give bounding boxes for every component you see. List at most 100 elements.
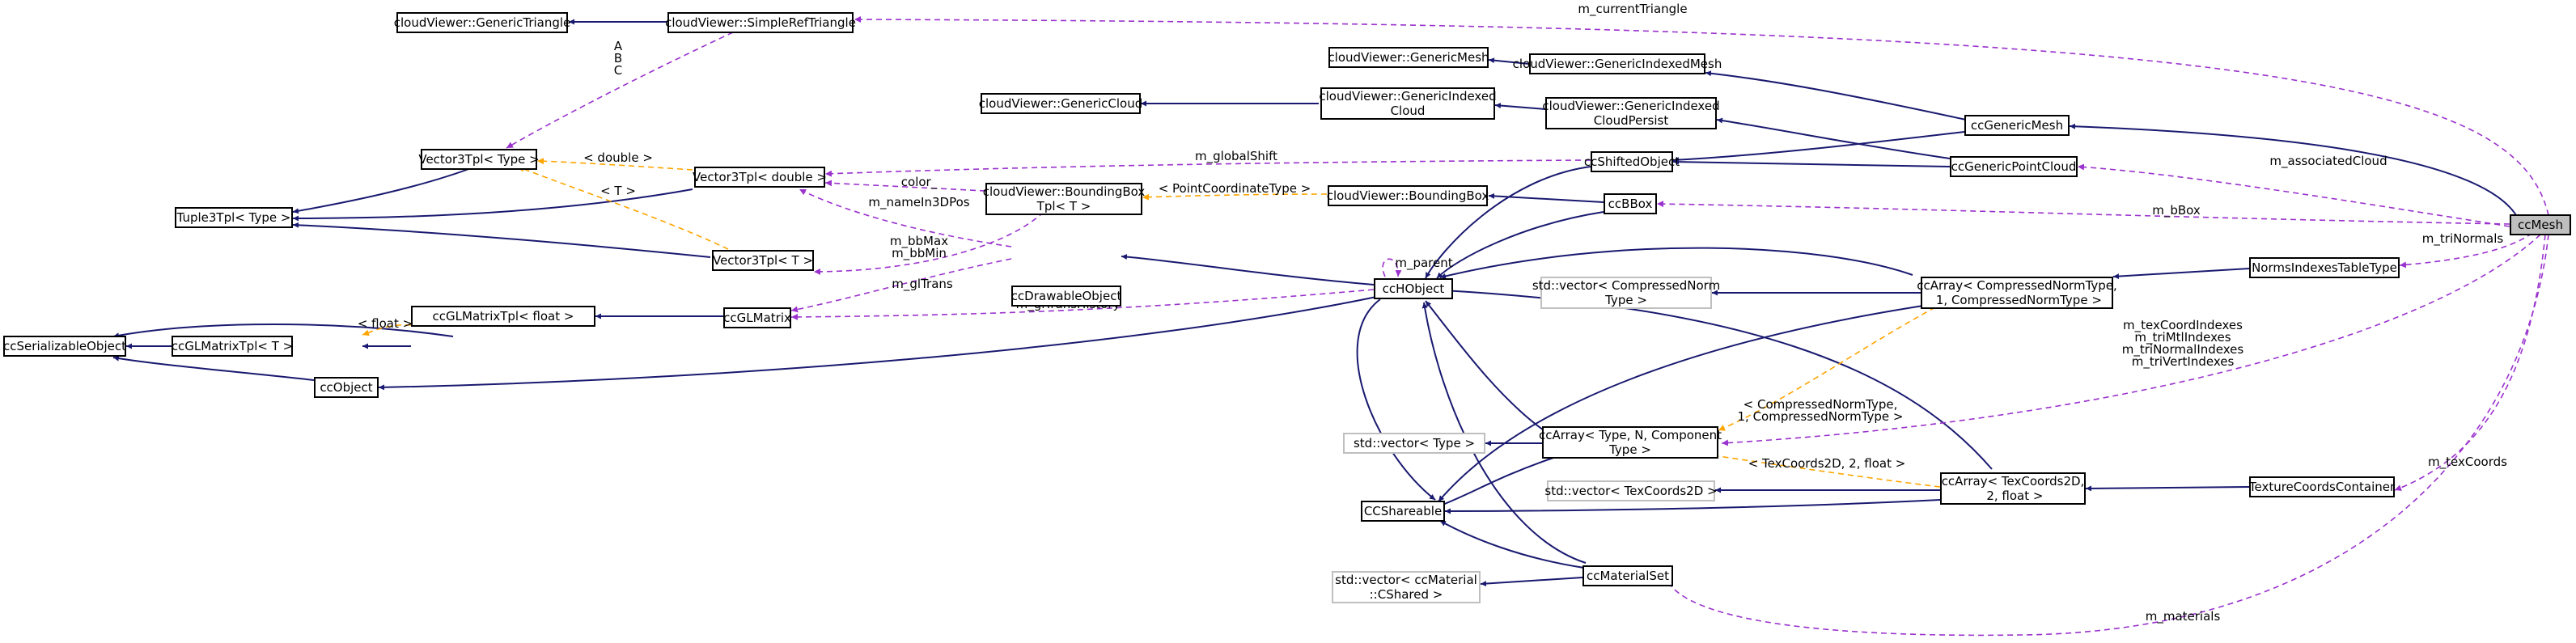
label-abc-c: C xyxy=(614,63,622,78)
edge-ccmaterialset-to-stdvectorccmaterial xyxy=(1480,577,1583,587)
node-generic-triangle[interactable]: cloudViewer::GenericTriangle xyxy=(394,12,570,33)
edge-ccglmatrixtplfloat-tpl-float xyxy=(362,324,412,336)
edge-ccgenericmesh-to-genericindexedmesh xyxy=(1705,70,1967,121)
node-norms-indexes-table-type[interactable]: NormsIndexesTableType xyxy=(2249,257,2400,278)
node-tuple3tpl-type[interactable]: Tuple3Tpl< Type > xyxy=(175,207,293,228)
edge-ccarraytype-to-ccshareable xyxy=(1438,457,1554,507)
template-edges xyxy=(362,158,1941,488)
node-cc-generic-mesh[interactable]: ccGenericMesh xyxy=(1964,115,2070,136)
edge-texturecoords-to-ccarraytexcoords xyxy=(2085,485,2250,492)
node-bounding-box-tpl[interactable]: cloudViewer::BoundingBox Tpl< T > xyxy=(982,183,1146,215)
label-associatedcloud: m_associatedCloud xyxy=(2269,154,2387,169)
edge-cchobject-to-ccshareable xyxy=(1356,298,1436,501)
label-trinormalindexes: m_triNormalIndexes xyxy=(2122,342,2244,357)
node-cc-mesh[interactable]: ccMesh xyxy=(2510,214,2571,235)
label-currenttriangle: m_currentTriangle xyxy=(1578,2,1687,17)
node-vector3tpl-double[interactable]: Vector3Tpl< double > xyxy=(693,167,827,188)
label-pointcoordinatetype: < PointCoordinateType > xyxy=(1159,181,1311,196)
edge-ccobject-to-ccserializable xyxy=(112,355,315,381)
node-cc-drawable-object[interactable]: ccDrawableObject xyxy=(1011,286,1121,307)
edge-ccmesh-indexes xyxy=(1721,234,2541,446)
node-cc-serializable-object[interactable]: ccSerializableObject xyxy=(3,336,126,357)
edge-cchobject-to-ccobject xyxy=(378,295,1381,391)
edge-labels: m_currentTriangle A B C < double > < T >… xyxy=(358,2,2507,624)
edge-ccmesh-currenttriangle xyxy=(854,16,2549,216)
label-globalshift: m_globalShift xyxy=(1195,149,1277,164)
node-std-vector-texcoords[interactable]: std::vector< TexCoords2D > xyxy=(1544,480,1718,501)
edge-ccmesh-associatedcloud xyxy=(2077,163,2510,227)
edge-ccmaterialset-to-cchobject xyxy=(1421,302,1587,564)
node-vector3tpl-type[interactable]: Vector3Tpl< Type > xyxy=(418,149,540,170)
node-generic-mesh-cv[interactable]: cloudViewer::GenericMesh xyxy=(1328,47,1489,68)
node-cc-array-type[interactable]: ccArray< Type, N, Component Type > xyxy=(1538,426,1722,459)
node-simple-ref-triangle[interactable]: cloudViewer::SimpleRefTriangle xyxy=(665,12,856,33)
usage-edges xyxy=(506,16,2549,637)
node-bounding-box[interactable]: cloudViewer::BoundingBox xyxy=(1327,185,1489,206)
edge-ccarraycompressed-tpl xyxy=(1718,307,1936,431)
label-texcoordindexes: m_texCoordIndexes xyxy=(2123,318,2243,333)
edge-ccgenericpointcloud-to-ccshifted xyxy=(1672,159,1951,167)
edge-ccarraytype-to-cchobject xyxy=(1425,300,1544,431)
node-std-vector-cc-material[interactable]: std::vector< ccMaterial ::CShared > xyxy=(1332,571,1481,603)
edge-ccmesh-trinormals xyxy=(2399,232,2533,269)
node-generic-indexed-cloud-persist[interactable]: cloudViewer::GenericIndexed CloudPersist xyxy=(1542,97,1720,129)
edge-simpleref-abc-vector3tpl xyxy=(506,32,734,149)
label-color: color_ xyxy=(901,175,938,190)
label-float: < float > xyxy=(358,316,413,331)
node-cc-material-set[interactable]: ccMaterialSet xyxy=(1582,565,1673,586)
edge-cchobject-parent xyxy=(1382,258,1402,277)
node-cc-gl-matrix[interactable]: ccGLMatrix xyxy=(723,307,791,328)
inheritance-edges xyxy=(112,19,2517,587)
node-cc-h-object[interactable]: ccHObject xyxy=(1374,278,1453,299)
edge-vector3tplt-to-tuple3tpl xyxy=(292,222,711,258)
node-generic-indexed-cloud[interactable]: cloudViewer::GenericIndexed Cloud xyxy=(1319,87,1497,120)
edge-normsindexes-to-ccarraycompressed xyxy=(2112,268,2250,280)
edge-genericindexedmesh-to-genericmesh xyxy=(1488,57,1530,65)
edge-ccshifted-to-cchobject xyxy=(1425,166,1591,279)
label-compressednormtype-1: < CompressedNormType, xyxy=(1743,397,1898,412)
label-bbmax: m_bbMax xyxy=(890,234,948,249)
node-cc-array-compressed-norm[interactable]: ccArray< CompressedNormType, 1, Compress… xyxy=(1917,277,2117,309)
edge-ccgenericmesh-to-ccshifted xyxy=(1672,131,1965,163)
edge-cchobject-to-ccdrawable xyxy=(1121,254,1375,286)
edge-vector3tpldouble-tpl-double xyxy=(536,158,693,171)
label-texcoords: m_texCoords xyxy=(2428,455,2507,470)
label-trinormals: m_triNormals xyxy=(2422,231,2504,247)
edge-cchobject-gltranshistory xyxy=(790,289,1375,320)
edge-ccdrawable-gltrans xyxy=(790,258,1012,313)
edge-persist-to-genericindexedcloud xyxy=(1494,103,1546,110)
label-gltrans: m_glTrans xyxy=(892,277,953,292)
edge-vector3tplt-tpl-t xyxy=(517,166,729,250)
node-cc-gl-matrix-tpl-float[interactable]: ccGLMatrixTpl< float > xyxy=(411,306,595,327)
label-bbox: m_bBox xyxy=(2152,203,2201,218)
node-cc-shifted-object[interactable]: ccShiftedObject xyxy=(1584,151,1680,172)
node-generic-indexed-mesh[interactable]: cloudViewer::GenericIndexedMesh xyxy=(1513,53,1722,74)
label-trivertindexes: m_triVertIndexes xyxy=(2132,354,2235,370)
edge-boundingbox-tpl-pointcoord xyxy=(1142,193,1328,201)
node-cc-bbox[interactable]: ccBBox xyxy=(1604,193,1657,214)
label-nameIn3DPos: m_nameIn3DPos xyxy=(868,195,969,210)
edge-ccshifted-globalshift xyxy=(824,159,1591,177)
node-std-vector-compressed-norm[interactable]: std::vector< CompressedNorm Type > xyxy=(1532,277,1721,309)
node-texture-coords-container[interactable]: TextureCoordsContainer xyxy=(2249,476,2395,497)
label-compressednormtype-2: 1, CompressedNormType > xyxy=(1737,409,1903,424)
node-generic-cloud[interactable]: cloudViewer::GenericCloud xyxy=(979,93,1142,114)
edge-ccbbox-to-cchobject xyxy=(1436,211,1604,279)
label-materials: m_materials xyxy=(2146,609,2221,624)
node-vector3tpl-t[interactable]: Vector3Tpl< T > xyxy=(712,250,814,271)
node-cc-object[interactable]: ccObject xyxy=(314,377,379,398)
edge-ccgenericpointcloud-to-persist xyxy=(1716,117,1951,159)
node-cc-shareable[interactable]: CCShareable xyxy=(1361,501,1445,522)
label-trimtlindexes: m_triMtlIndexes xyxy=(2134,330,2231,345)
edge-ccmesh-texcoords xyxy=(2394,234,2546,491)
node-cc-gl-matrix-tpl-t[interactable]: ccGLMatrixTpl< T > xyxy=(172,336,293,357)
label-bbmin: m_bbMin xyxy=(892,246,947,261)
node-cc-array-texcoords[interactable]: ccArray< TexCoords2D, 2, float > xyxy=(1940,472,2086,505)
edge-ccdrawable-nameIn3DPos xyxy=(799,188,1012,247)
node-std-vector-type[interactable]: std::vector< Type > xyxy=(1343,433,1485,454)
edge-ccarraycompressed-to-cchobject xyxy=(1439,247,1913,279)
edge-ccarraytexcoords-tpl xyxy=(1706,452,1941,488)
node-cc-generic-point-cloud[interactable]: ccGenericPointCloud xyxy=(1950,156,2078,177)
